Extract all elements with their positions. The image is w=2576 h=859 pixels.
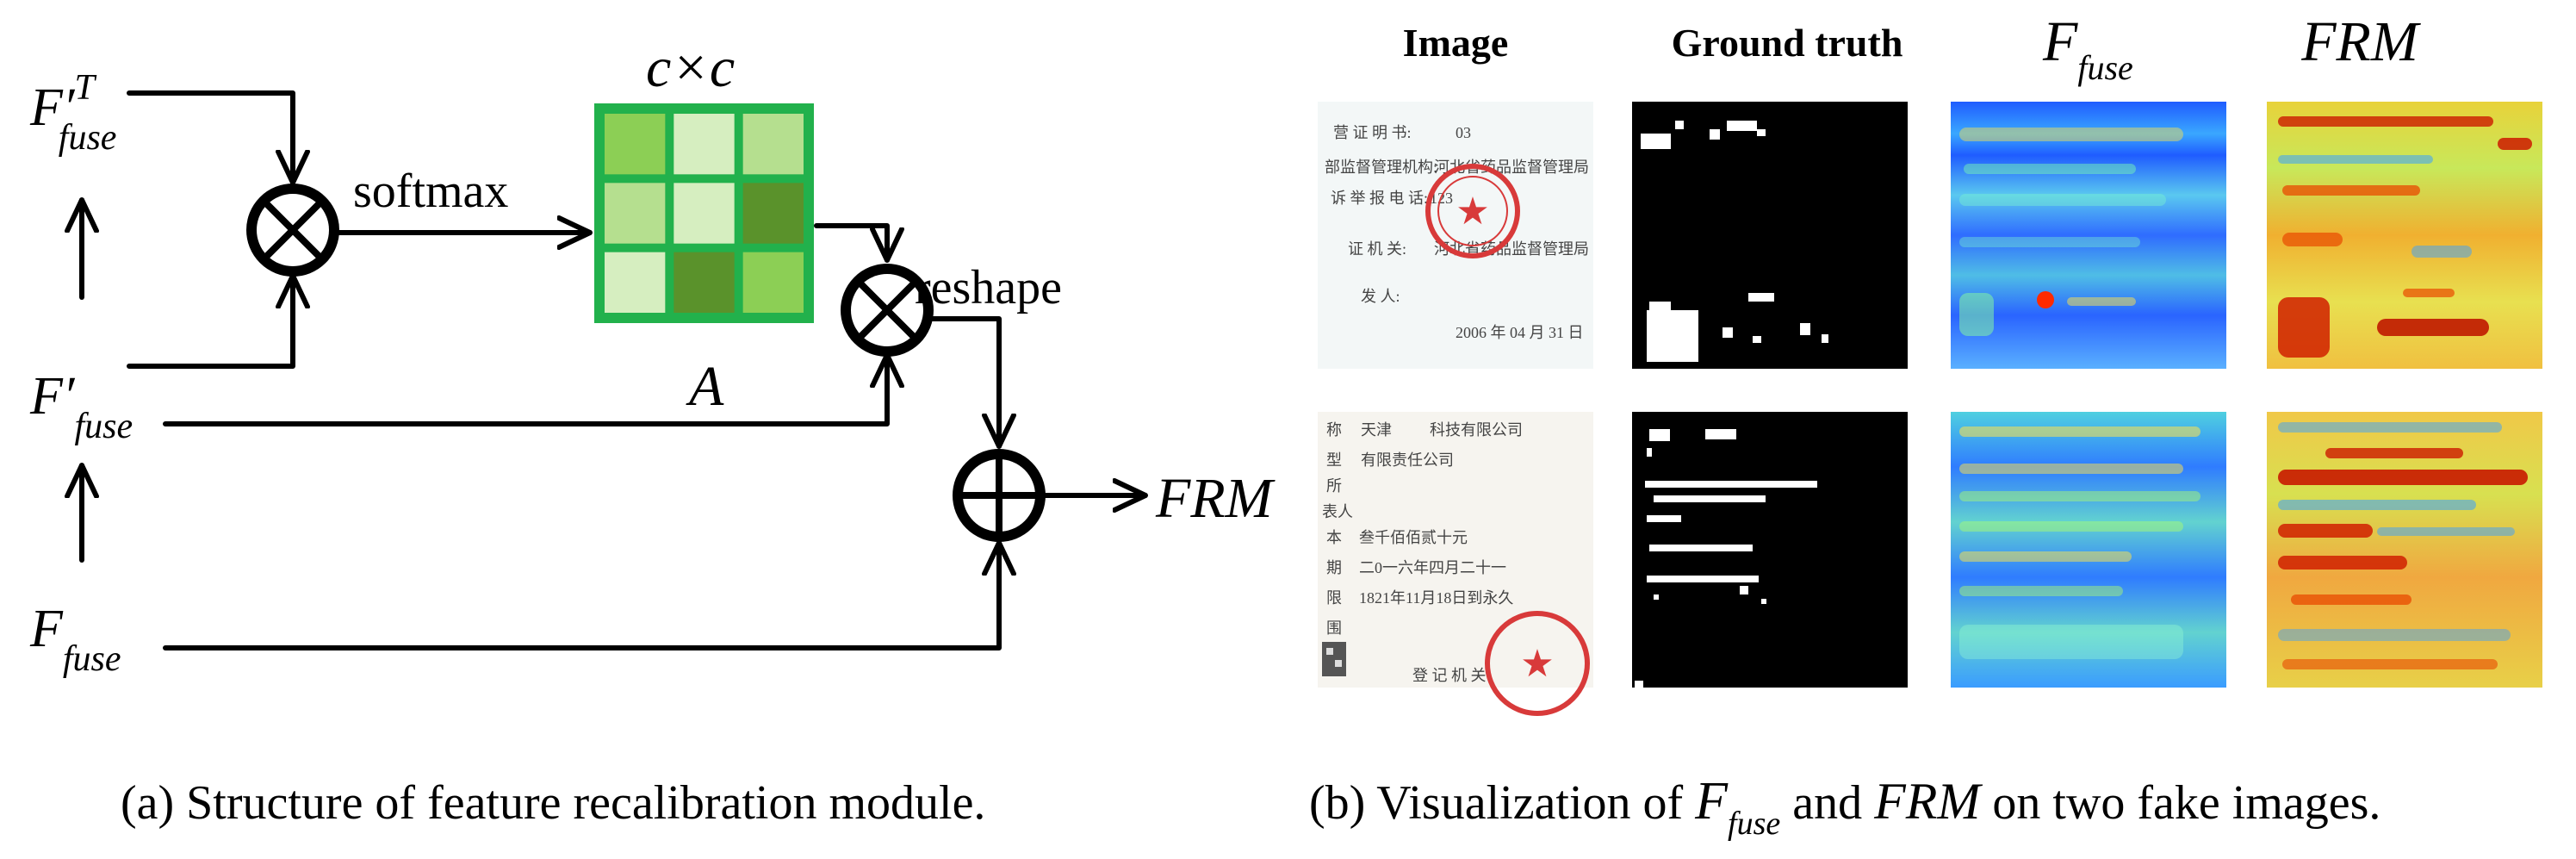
red-seal-stamp-2: ★ [1485,611,1590,716]
col-title-frm: FRM [2300,10,2422,73]
matrix-cell [673,183,735,244]
matrix-cell [742,252,804,313]
add-op [953,449,1046,542]
doc-text-line: 叁千佰佰贰十元 [1359,529,1468,546]
matrix-cell [605,183,666,244]
visualization-panel: Image Ground truth Ffuse FRM 营 证 明 书: 03 部… [1318,10,2542,716]
connector-fprime-to-mult2 [163,352,887,426]
softmax-label: softmax [353,165,508,218]
attention-matrix-a [594,103,814,323]
matrix-cell [742,183,804,244]
input-ffuse-prime: F′fuse [29,367,133,446]
caption-b: (b) Visualization of Ffuse and FRM on tw… [1309,772,2380,842]
doc-text-line: 天津 [1361,421,1392,439]
connector-fprime-to-mult [127,273,293,369]
doc-text-line: 称 [1326,421,1342,439]
ffuse-heatmap-row-2 [1951,412,2226,688]
doc-text-line: 登 记 机 关 [1412,667,1487,684]
multiply-op-2 [841,264,934,357]
doc-text-line: 发 人: [1361,288,1400,305]
col-title-ground-truth: Ground truth [1672,21,1903,65]
multiply-op-1 [246,184,339,277]
doc-text-line: 本 [1326,529,1342,546]
doc-text-line: 部监督管理机构: [1325,159,1437,176]
col-title-image: Image [1403,21,1509,65]
matrix-cell [673,252,735,313]
doc-text-line: 03 [1456,124,1471,141]
ground-truth-row-1 [1632,102,1908,369]
matrix-cell [742,114,804,175]
doc-text-line: 河北省药品监督管理局 [1434,159,1589,176]
doc-text-line: 限 [1326,589,1342,607]
ground-truth-row-2 [1632,412,1908,688]
matrix-dimension-label: c×c [646,36,735,99]
red-seal-stamp: ★ [1425,164,1520,258]
ffuse-heatmap-row-1 [1951,102,2226,369]
connector-mult2-to-add [928,316,999,449]
reshape-label: reshape [915,261,1062,314]
frm-heatmap-row-1 [2267,102,2542,369]
doc-text-line: 二0一六年四月二十一 [1359,559,1506,576]
qr-code [1322,642,1346,676]
doc-text-line: 1821年11月18日到永久 [1359,589,1513,607]
frm-heatmap-row-2 [2267,412,2542,688]
doc-text-line: 营 证 明 书: [1333,124,1412,141]
matrix-cell [673,114,735,175]
doc-text-line: 所 [1326,477,1342,495]
matrix-cell [605,252,666,313]
col-title-ffuse: Ffuse [2042,10,2133,87]
svg-text:★: ★ [1456,190,1489,233]
doc-text-line: 证 机 关: [1348,240,1406,258]
matrix-cell [605,114,666,175]
doc-text-line: 2006 年 04 月 31 日 [1456,324,1584,341]
doc-text-line: 围 [1326,619,1342,637]
doc-text-line: 期 [1326,559,1342,576]
connector-ffuse-to-add [163,540,999,650]
matrix-name-label: A [686,355,724,418]
connector-matrix-to-mult2 [814,223,887,263]
connector-ftranspose [127,90,293,185]
input-ffuse: Ffuse [29,600,121,679]
output-label-frm: FRM [1155,467,1276,530]
svg-text:★: ★ [1520,642,1554,686]
caption-a: (a) Structure of feature recalibration m… [121,776,985,830]
doc-text-line: 有限责任公司 [1361,451,1454,469]
doc-text-line: 诉 举 报 电 话: [1331,190,1428,207]
doc-text-line: 表人 [1322,503,1353,520]
doc-text-line: 科技有限公司 [1430,421,1523,439]
doc-text-line: 型 [1326,451,1342,469]
